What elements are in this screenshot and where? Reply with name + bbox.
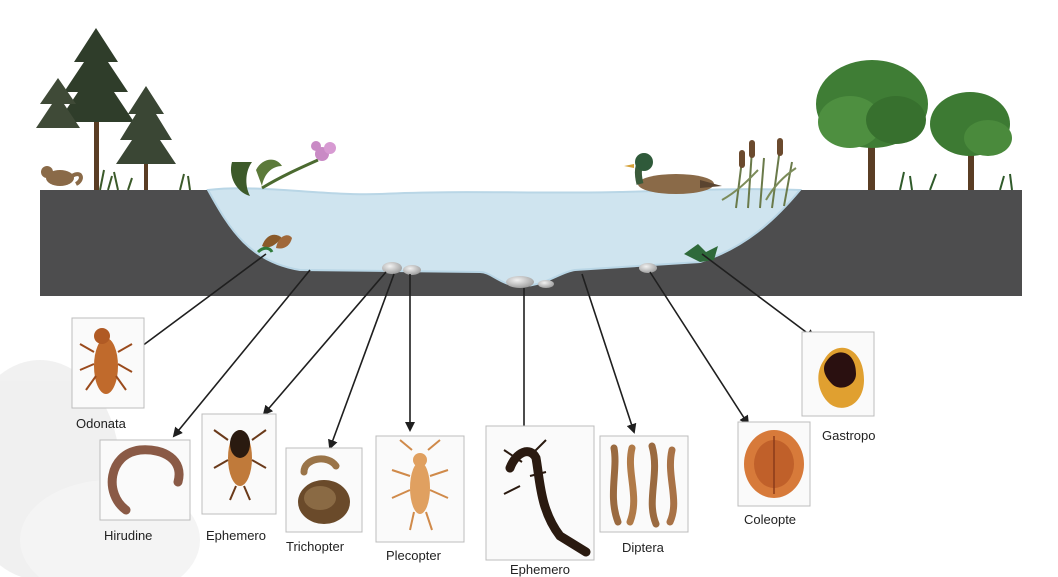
grass-icon [900,172,1012,190]
deciduous-tree-icon [816,60,928,190]
organism-card-coleopte: Coleopte [738,422,810,527]
organism-label-diptera: Diptera [622,540,665,555]
organism-card-ephemero-left: Ephemero [202,414,276,543]
deciduous-tree-icon [930,92,1012,190]
organism-card-trichopter: Trichopter [286,448,362,554]
organism-card-ephemero-center: Ephemero [486,426,594,577]
water-plant-with-flower-icon [231,141,336,196]
organism-card-diptera: Diptera [600,436,688,555]
arrow-to-diptera [582,274,634,432]
water-beetle-icon [744,430,804,498]
pine-tree-icon [58,28,134,190]
duck-icon [624,153,722,194]
pine-tree-icon [116,86,176,190]
chipmunk-icon [41,166,81,186]
organism-label-trichopter: Trichopter [286,539,345,554]
organism-label-ephemero-left: Ephemero [206,528,266,543]
organism-label-gastropo: Gastropo [822,428,875,443]
organism-label-plecopter: Plecopter [386,548,442,563]
organism-label-odonata: Odonata [76,416,127,431]
organism-label-ephemero-center: Ephemero [510,562,570,577]
organism-card-gastropo: Gastropo [802,332,875,443]
organism-label-coleopte: Coleopte [744,512,796,527]
organism-card-plecopter: Plecopter [376,436,464,563]
organism-label-hirudine: Hirudine [104,528,152,543]
